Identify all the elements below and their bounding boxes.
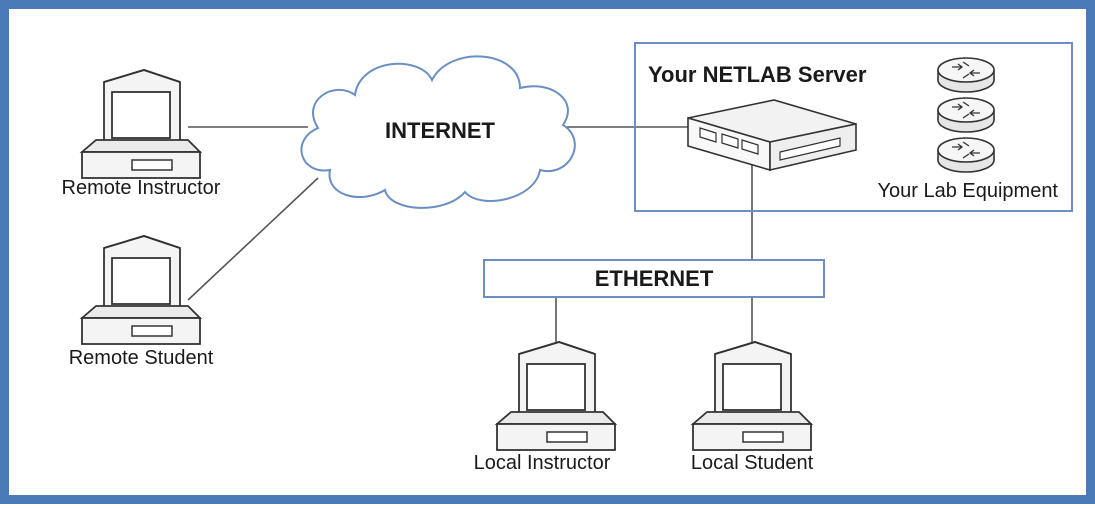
server-appliance-icon xyxy=(687,99,857,172)
router-icon-3 xyxy=(937,137,995,173)
outer-frame-inner xyxy=(3,3,1092,501)
ethernet-label: ETHERNET xyxy=(595,266,714,291)
router-icon-2 xyxy=(937,97,995,133)
local-student-label: Local Student xyxy=(691,452,814,474)
remote-instructor-label: Remote Instructor xyxy=(62,177,221,199)
computer-icon-remote-student xyxy=(81,235,201,345)
server-box-title: Your NETLAB Server xyxy=(648,62,867,87)
link-remote-student-internet xyxy=(187,177,319,301)
computer-icon-local-instructor xyxy=(496,341,616,451)
internet-label: INTERNET xyxy=(385,118,496,143)
computer-icon-local-student xyxy=(692,341,812,451)
cloud-icon xyxy=(300,55,576,209)
connection-lines xyxy=(187,126,753,348)
server-box xyxy=(634,42,1073,212)
router-icon-1 xyxy=(937,57,995,93)
local-instructor-label: Local Instructor xyxy=(474,452,611,474)
lab-equipment-label: Your Lab Equipment xyxy=(877,180,1058,202)
ethernet-bar xyxy=(483,259,825,298)
computer-icon-remote-instructor xyxy=(81,69,201,179)
remote-student-label: Remote Student xyxy=(69,347,214,369)
